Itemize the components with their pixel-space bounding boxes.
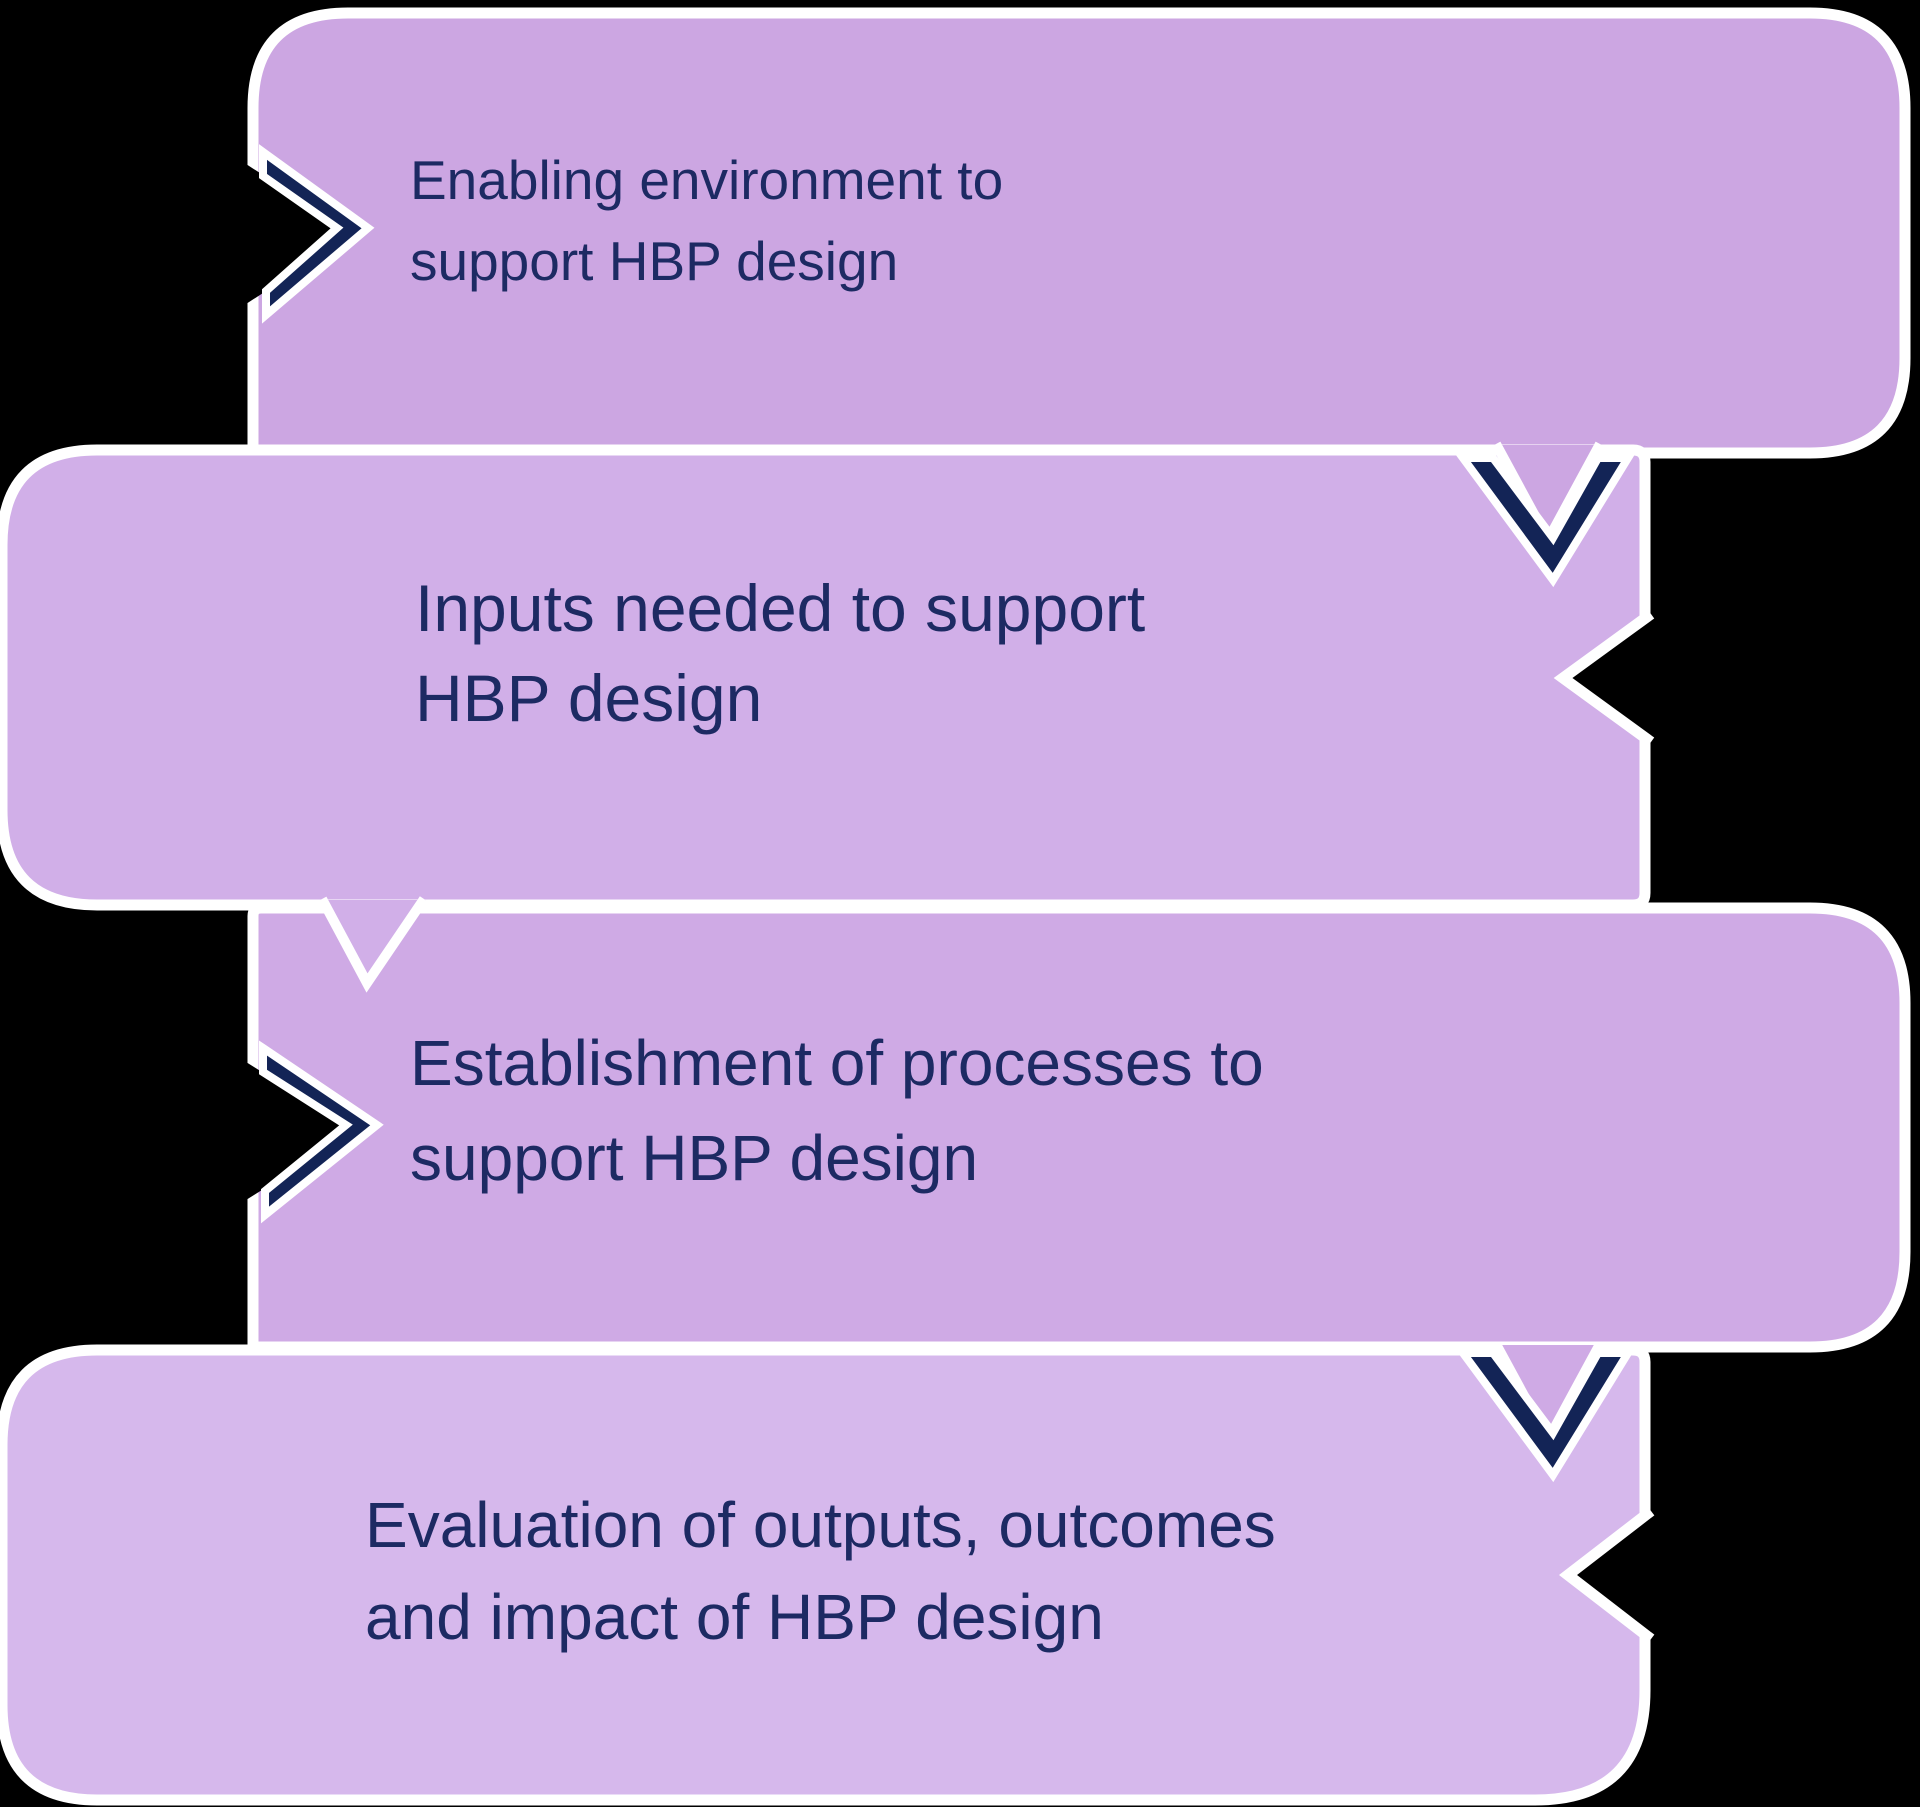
step-3-line-1: Establishment of processes to [410, 1027, 1264, 1099]
chevron-down-icon [1455, 1349, 1636, 1483]
step-1-label: Enabling environment to support HBP desi… [410, 140, 1003, 302]
arrow-tail-notch-box4 [1558, 1506, 1655, 1644]
step-3-label: Establishment of processes to support HB… [410, 1016, 1264, 1206]
step-1-shape [247, 7, 1911, 459]
step-2-shape [0, 444, 1651, 911]
chevron-notch [246, 164, 354, 304]
chevron-right-marker-box3 [246, 1040, 384, 1224]
chevron-notch [246, 1062, 356, 1200]
step-4-line-2: and impact of HBP design [365, 1581, 1104, 1653]
step-1-line-1: Enabling environment to [410, 149, 1004, 211]
chevron-down-icon [1455, 454, 1636, 588]
step-1-line-2: support HBP design [410, 230, 899, 292]
step-2-line-1: Inputs needed to support [415, 571, 1146, 645]
chevron-right-icon [259, 144, 375, 324]
chevron-right-marker-box1 [246, 144, 375, 324]
step-3-line-2: support HBP design [410, 1122, 979, 1194]
step-2-label: Inputs needed to support HBP design [415, 563, 1145, 743]
chevron-right-icon [259, 1040, 384, 1224]
step-4-shape [0, 1344, 1651, 1806]
step-2-line-2: HBP design [415, 661, 763, 735]
step-3-shape [247, 902, 1911, 1353]
step-4-line-1: Evaluation of outputs, outcomes [365, 1489, 1276, 1561]
step-4-label: Evaluation of outputs, outcomes and impa… [365, 1479, 1276, 1663]
arrow-tail-notch-box2 [1553, 609, 1655, 747]
connector-tail-2-3 [317, 896, 429, 993]
